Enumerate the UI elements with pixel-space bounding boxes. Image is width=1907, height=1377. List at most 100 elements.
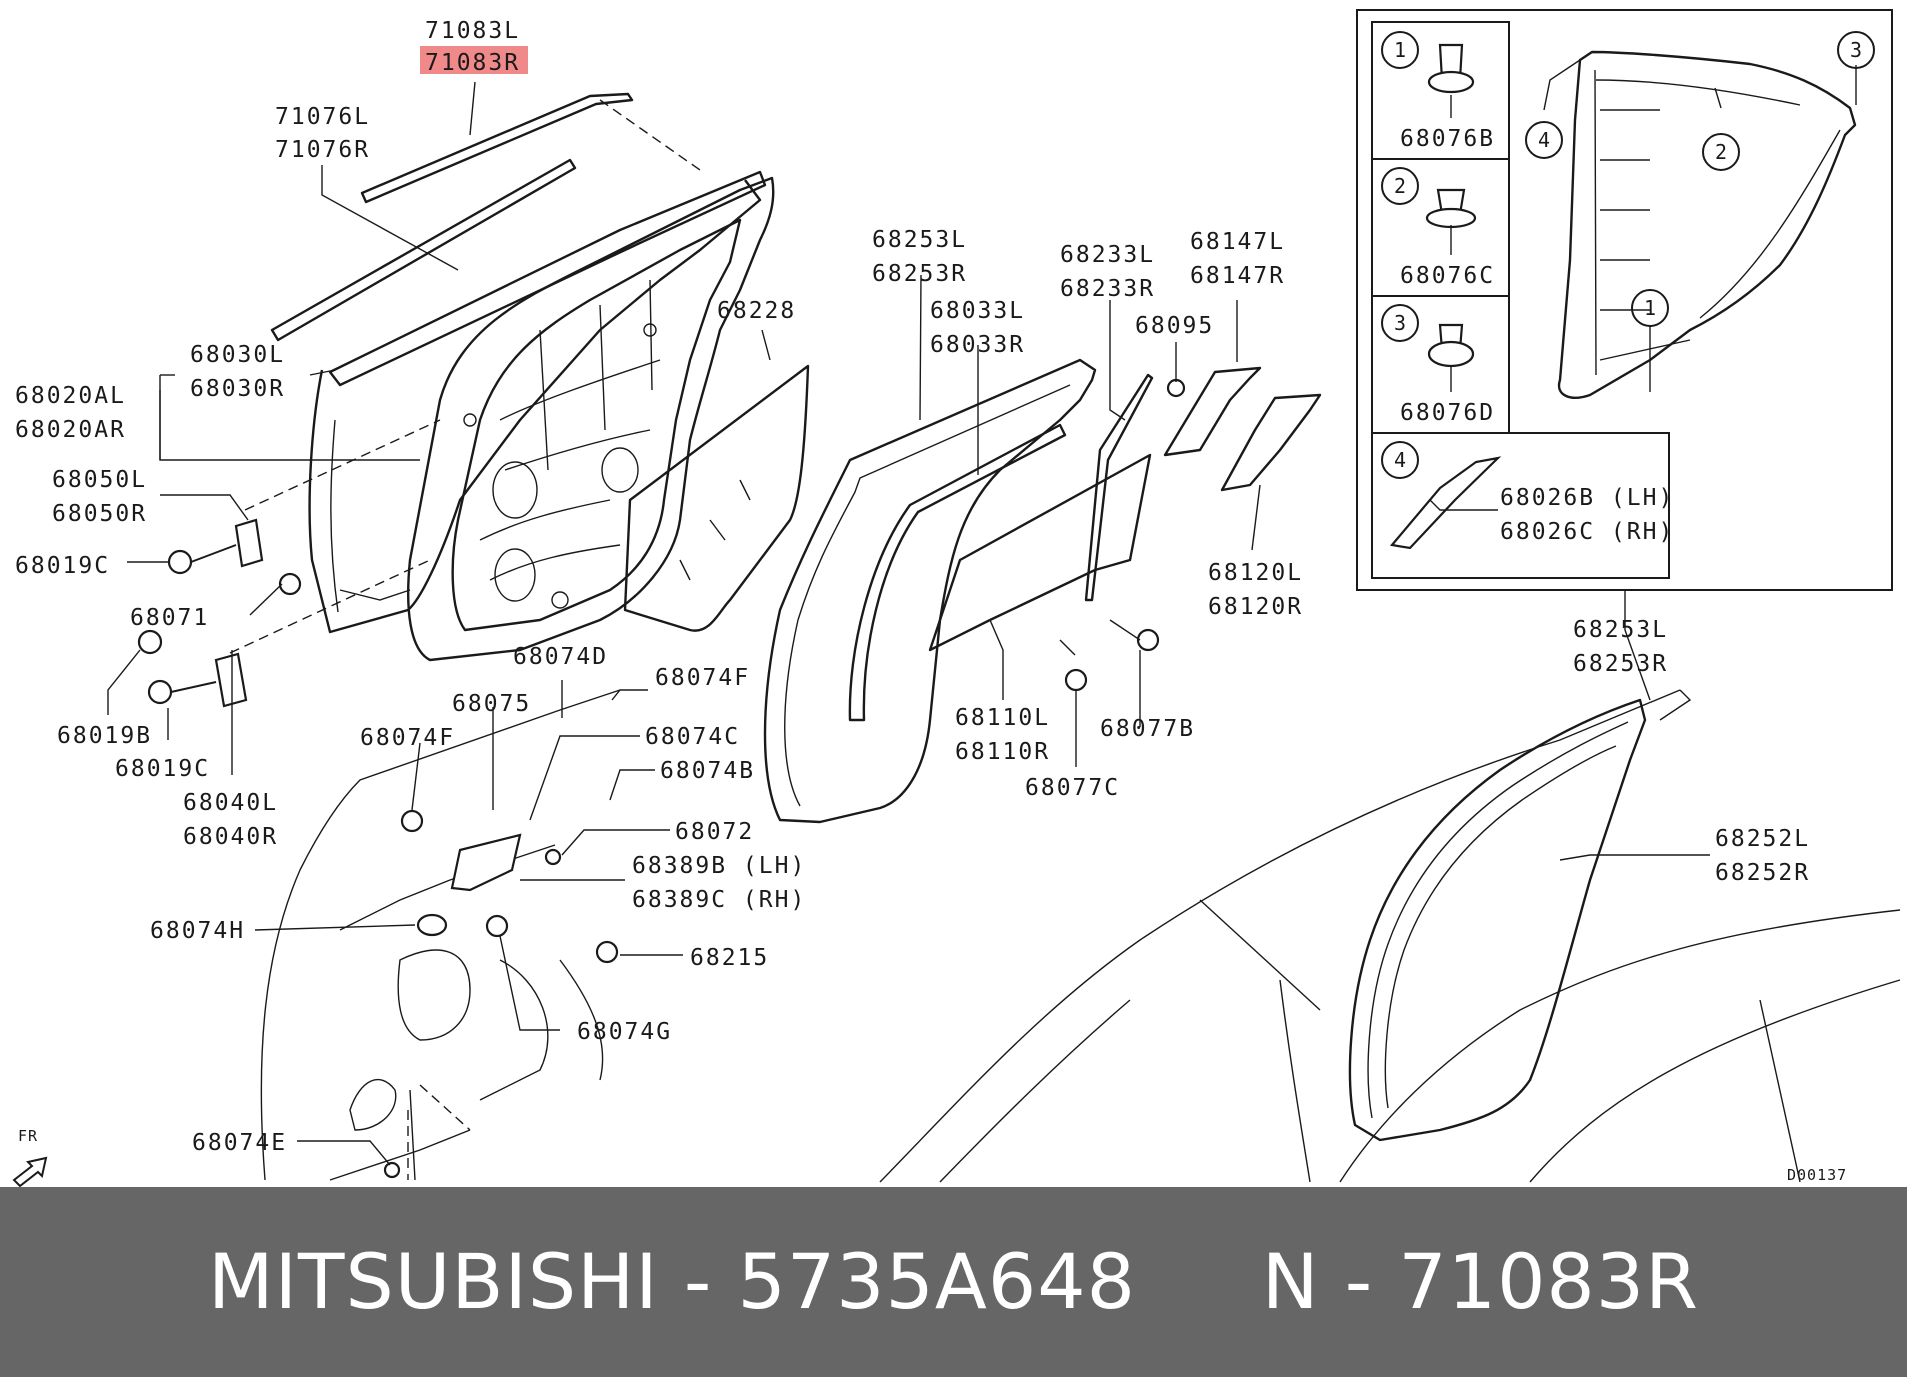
grommet-68215 xyxy=(595,940,619,964)
callout-68077B: 68077B xyxy=(1100,716,1195,742)
footer-ref-prefix: N xyxy=(1261,1237,1320,1326)
callout-68074B: 68074B xyxy=(660,758,755,784)
callout-68252R: 68252R xyxy=(1715,860,1810,886)
clip-68075 xyxy=(400,809,424,833)
footer-ref-number: 71083R xyxy=(1398,1237,1699,1326)
footer-brand: MITSUBISHI xyxy=(208,1237,659,1326)
upper-sash-molding xyxy=(270,92,634,342)
callout-68072: 68072 xyxy=(675,819,754,845)
parts-diagram: 1 2 3 4 1 2 3 4 68076B 68076C 68076D 680… xyxy=(12,9,1901,1187)
callout-71083R: 71083R xyxy=(425,50,520,76)
footer-part-number: 5735A648 xyxy=(737,1237,1136,1326)
footer-banner: MITSUBISHI - 5735A648 N - 71083R xyxy=(0,1187,1907,1377)
callout-68074C: 68074C xyxy=(645,724,740,750)
callout-68110R: 68110R xyxy=(955,739,1050,765)
inset-cell-2-number: 2 xyxy=(1394,174,1406,198)
callout-68033L: 68033L xyxy=(930,298,1025,324)
callout-68040R: 68040R xyxy=(183,824,278,850)
callout-68071: 68071 xyxy=(130,605,209,631)
callout-68040L: 68040L xyxy=(183,790,278,816)
hinge-upper xyxy=(167,518,302,596)
callout-68074H: 68074H xyxy=(150,918,245,944)
callout-68120R: 68120R xyxy=(1208,594,1303,620)
center-sash xyxy=(1084,373,1154,602)
callout-68252L: 68252L xyxy=(1715,826,1810,852)
inset-label-68026b: 68026B (LH) xyxy=(1500,485,1674,511)
marker-2: 2 xyxy=(1715,140,1727,164)
diagram-code: D00137 xyxy=(1787,1166,1847,1184)
callout-68120L: 68120L xyxy=(1208,560,1303,586)
plug-68074g xyxy=(485,914,509,938)
callout-68050R: 68050R xyxy=(52,501,147,527)
fastener-inset xyxy=(1356,9,1893,591)
inset-label-68026c: 68026C (RH) xyxy=(1500,519,1674,545)
callout-68030L: 68030L xyxy=(190,342,285,368)
callout-68074E: 68074E xyxy=(192,1130,287,1156)
inset-cell-1-number: 1 xyxy=(1394,38,1406,62)
rear-door-glass xyxy=(928,453,1152,652)
callout-68095: 68095 xyxy=(1135,313,1214,339)
callout-68074G: 68074G xyxy=(577,1019,672,1045)
clip-68077c xyxy=(1064,668,1088,692)
callout-71076L: 71076L xyxy=(275,104,370,130)
callout-68253L-upper: 68253L xyxy=(872,227,967,253)
callout-71083L: 71083L xyxy=(425,18,520,44)
callout-68020AL: 68020AL xyxy=(15,383,126,409)
inset-label-68076c: 68076C xyxy=(1400,263,1495,289)
footer-title: MITSUBISHI - 5735A648 N - 71083R xyxy=(0,1187,1907,1377)
body-side-weatherstrip xyxy=(1348,698,1647,1142)
callout-labels: 71083L 71083R 71076L 71076R 68030L 68030… xyxy=(15,18,1810,1156)
callout-68215: 68215 xyxy=(690,945,769,971)
callout-68147L: 68147L xyxy=(1190,229,1285,255)
screw-68072 xyxy=(544,848,562,866)
callout-68389C: 68389C (RH) xyxy=(632,887,806,913)
callout-68253R-lower: 68253R xyxy=(1573,651,1668,677)
callout-68074F-upper: 68074F xyxy=(655,665,750,691)
callout-68075: 68075 xyxy=(452,691,531,717)
inset-label-68076b: 68076B xyxy=(1400,126,1495,152)
forward-arrow-icon xyxy=(12,1156,48,1187)
callout-68253R-upper: 68253R xyxy=(872,261,967,287)
leader-lines xyxy=(107,59,1857,1180)
inset-cell-3-number: 3 xyxy=(1394,311,1406,335)
callout-68147R: 68147R xyxy=(1190,263,1285,289)
glass-run-channel xyxy=(848,423,1067,722)
quarter-glass-frame xyxy=(1163,366,1262,457)
inset-cell-numbers: 1 2 3 4 xyxy=(1381,31,1419,479)
callout-68020AR: 68020AR xyxy=(15,417,126,443)
clip-68077b xyxy=(1136,628,1160,652)
inset-cell-4-number: 4 xyxy=(1394,448,1406,472)
footer-separator: - xyxy=(683,1237,713,1326)
callout-68074D: 68074D xyxy=(513,644,608,670)
callout-68233L: 68233L xyxy=(1060,242,1155,268)
selected-part-highlight xyxy=(420,46,528,74)
inset-panel-markers: 1 2 3 4 xyxy=(1525,31,1875,327)
marker-1: 1 xyxy=(1644,296,1656,320)
door-weatherstrip xyxy=(763,358,1097,824)
marker-4: 4 xyxy=(1538,128,1550,152)
callout-68253L-lower: 68253L xyxy=(1573,617,1668,643)
plug-68074h xyxy=(416,913,448,937)
screw-68095 xyxy=(1166,378,1186,398)
plug-68074e xyxy=(383,1161,401,1179)
callout-71076R: 71076R xyxy=(275,137,370,163)
callout-68019C-upper: 68019C xyxy=(15,553,110,579)
callout-68019B: 68019B xyxy=(57,723,152,749)
callout-68030R: 68030R xyxy=(190,376,285,402)
callout-68233R: 68233R xyxy=(1060,276,1155,302)
lower-door-outline xyxy=(260,689,621,1181)
marker-3: 3 xyxy=(1850,38,1862,62)
callout-68033R: 68033R xyxy=(930,332,1025,358)
callout-68228: 68228 xyxy=(717,298,796,324)
callout-68050L: 68050L xyxy=(52,467,147,493)
direction-label: FR xyxy=(18,1127,38,1145)
callout-68019C-lower: 68019C xyxy=(115,756,210,782)
callout-68074F-lower: 68074F xyxy=(360,725,455,751)
inset-label-68076d: 68076D xyxy=(1400,400,1495,426)
callout-68110L: 68110L xyxy=(955,705,1050,731)
hinge-lower xyxy=(137,629,248,708)
door-glass xyxy=(623,364,810,632)
footer-separator-2: - xyxy=(1344,1237,1374,1326)
car-body-outline xyxy=(879,689,1901,1183)
quarter-glass xyxy=(1220,393,1322,492)
